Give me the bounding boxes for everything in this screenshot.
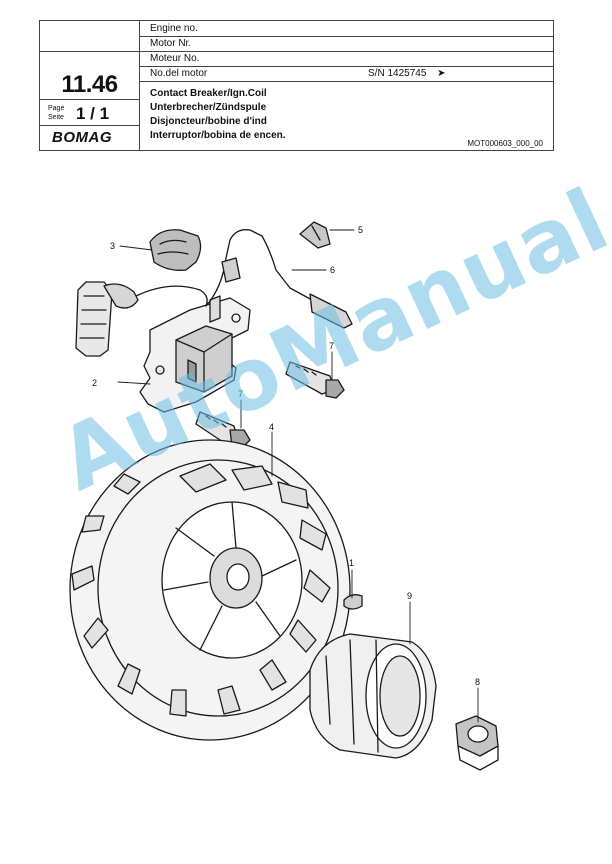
row-divider: [139, 81, 553, 82]
serial-number: S/N 1425745 ➤: [368, 68, 446, 80]
brand-logo: BOMAG: [52, 129, 112, 146]
ignition-wire: [205, 229, 353, 329]
woodruff-key: [343, 594, 363, 610]
callout-7-lower: 7: [238, 389, 243, 399]
header-table: Engine no. Motor Nr. Moteur No. No.del m…: [39, 20, 554, 151]
title-en: Contact Breaker/Ign.Coil: [150, 88, 267, 99]
document-id: MOT000603_000_00: [467, 139, 543, 148]
callout-5: 5: [358, 225, 363, 235]
callout-8: 8: [475, 677, 480, 687]
row-divider: [40, 51, 553, 52]
no-del-motor-label: No.del motor: [150, 68, 208, 79]
row-divider: [40, 125, 139, 126]
page-label: Page: [48, 105, 65, 112]
flywheel: [69, 439, 351, 741]
contact-breaker-assembly: [139, 295, 251, 413]
ignition-coil: [149, 229, 202, 271]
title-es: Interruptor/bobina de encen.: [150, 130, 286, 141]
page-value: 1 / 1: [76, 104, 110, 123]
flywheel-nut: [455, 715, 499, 771]
title-fr: Disjoncteur/bobine d'ind: [150, 116, 267, 127]
callout-3: 3: [110, 241, 115, 251]
bolt-upper: [285, 361, 345, 399]
callout-7-upper: 7: [329, 341, 334, 351]
callout-2: 2: [92, 378, 97, 388]
callout-9: 9: [407, 591, 412, 601]
header-divider: [139, 21, 140, 150]
seite-label: Seite: [48, 114, 64, 121]
row-divider: [139, 36, 553, 37]
engine-no-label: Engine no.: [150, 23, 198, 34]
callout-6: 6: [330, 265, 335, 275]
motor-nr-label: Motor Nr.: [150, 38, 192, 49]
callout-1: 1: [349, 558, 354, 568]
title-de: Unterbrecher/Zündspule: [150, 102, 267, 113]
spark-plug-cap: [75, 281, 208, 357]
serial-text: S/N 1425745: [368, 68, 427, 79]
terminal-clip: [299, 221, 331, 249]
section-number: 11.46: [61, 71, 118, 98]
moteur-no-label: Moteur No.: [150, 53, 200, 64]
row-divider: [139, 66, 553, 67]
callout-4: 4: [269, 422, 274, 432]
row-divider: [40, 99, 139, 100]
arrow-icon: ➤: [437, 68, 446, 79]
magneto-ring: [309, 633, 437, 759]
